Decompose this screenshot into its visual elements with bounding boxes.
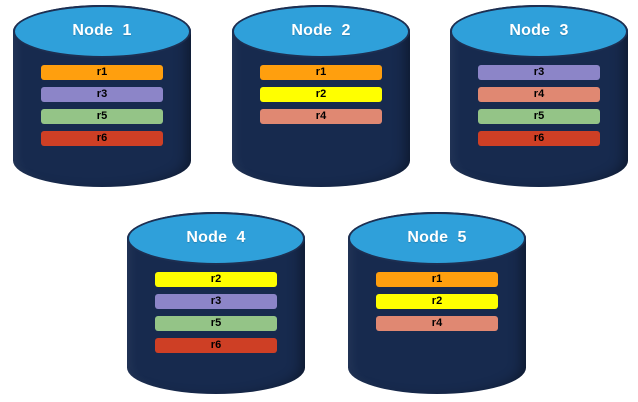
cylinder-top-disc: Node 1 <box>13 5 191 58</box>
replica-bar[interactable]: r2 <box>155 272 277 288</box>
replica-bar[interactable]: r5 <box>41 109 163 125</box>
replica-bar[interactable]: r4 <box>478 87 600 103</box>
cylinder-top-disc: Node 3 <box>450 5 628 58</box>
replica-bar[interactable]: r6 <box>155 338 277 354</box>
replica-bar[interactable]: r3 <box>41 87 163 103</box>
cylinder-top-disc: Node 5 <box>348 212 526 265</box>
replica-list: r2 r3 r5 r6 <box>155 272 277 354</box>
replica-list: r1 r2 r4 <box>260 65 382 125</box>
node-label: Node 5 <box>407 228 467 246</box>
database-node-3[interactable]: Node 3 r3 r4 r5 r6 <box>450 5 628 187</box>
replica-bar[interactable]: r2 <box>260 87 382 103</box>
cylinder-top-disc: Node 2 <box>232 5 410 58</box>
replica-bar[interactable]: r6 <box>41 131 163 147</box>
replica-bar[interactable]: r4 <box>376 316 498 332</box>
replica-bar[interactable]: r3 <box>155 294 277 310</box>
node-label: Node 2 <box>291 21 351 39</box>
replica-bar[interactable]: r1 <box>260 65 382 81</box>
replica-list: r1 r2 r4 <box>376 272 498 332</box>
node-label: Node 4 <box>186 228 246 246</box>
replica-bar[interactable]: r3 <box>478 65 600 81</box>
replica-list: r1 r3 r5 r6 <box>41 65 163 147</box>
replica-bar[interactable]: r5 <box>155 316 277 332</box>
database-node-2[interactable]: Node 2 r1 r2 r4 <box>232 5 410 187</box>
database-node-4[interactable]: Node 4 r2 r3 r5 r6 <box>127 212 305 394</box>
replica-bar[interactable]: r4 <box>260 109 382 125</box>
node-label: Node 1 <box>72 21 132 39</box>
database-node-1[interactable]: Node 1 r1 r3 r5 r6 <box>13 5 191 187</box>
cylinder-top-disc: Node 4 <box>127 212 305 265</box>
replica-list: r3 r4 r5 r6 <box>478 65 600 147</box>
replica-bar[interactable]: r1 <box>376 272 498 288</box>
node-label: Node 3 <box>509 21 569 39</box>
replica-bar[interactable]: r2 <box>376 294 498 310</box>
replica-bar[interactable]: r1 <box>41 65 163 81</box>
database-node-5[interactable]: Node 5 r1 r2 r4 <box>348 212 526 394</box>
replica-bar[interactable]: r6 <box>478 131 600 147</box>
replica-bar[interactable]: r5 <box>478 109 600 125</box>
